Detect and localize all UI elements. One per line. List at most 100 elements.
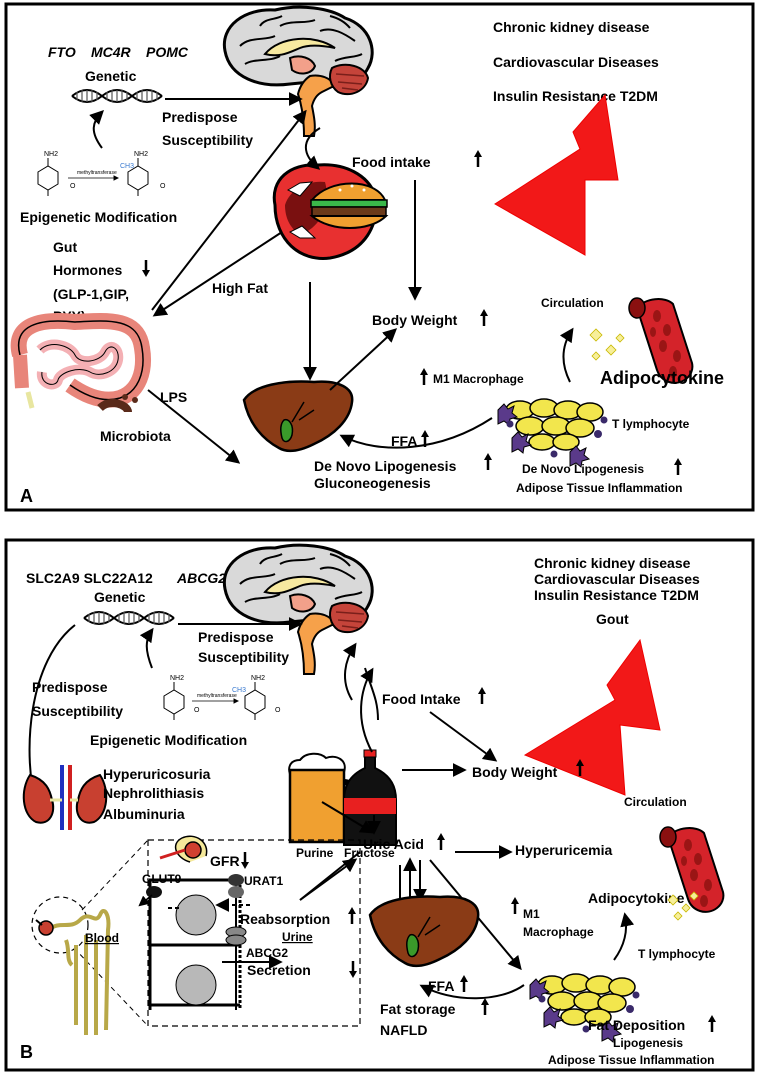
panel-b-risk-arrow-icon [523, 638, 661, 796]
panel-a-circulation: Circulation [541, 296, 604, 310]
panel-a-gut-hormones-2: Hormones [53, 262, 122, 278]
panel-b-nh2-2: NH2 [251, 675, 265, 682]
panel-a-risk-arrow-icon [494, 93, 619, 256]
panel-b-glomerulus-zoom-circle [31, 896, 89, 954]
panel-b-molecule-1-icon [163, 681, 185, 721]
panel-b-nephron-glomerulus-icon [35, 919, 54, 936]
panel-b-nafld: NAFLD [380, 1022, 427, 1038]
panel-b-disease-1: Chronic kidney disease [534, 555, 691, 571]
panel-b-letter: B [20, 1042, 33, 1062]
panel-a-nh2-2: NH2 [134, 151, 148, 158]
panel-b-reabsorption-up-icon [346, 905, 358, 926]
panel-a-body-weight-up-icon [478, 307, 490, 328]
panel-b-ffa: FFA [428, 978, 454, 994]
panel-b-uric-acid: Uric Acid [363, 836, 424, 852]
panel-b-fat-deposition-up-icon [706, 1013, 718, 1034]
panel-a-dnl-adipose: De Novo Lipogenesis [522, 462, 644, 476]
panel-b-hyperuricosuria: Hyperuricosuria [103, 766, 211, 782]
panel-b-gfr-glomerulus-icon [159, 835, 208, 863]
panel-b-nephron-zoom-box [147, 839, 361, 1027]
panel-a-t-lymphocyte: T lymphocyte [612, 417, 690, 431]
panel-a-nh2-1: NH2 [44, 151, 58, 158]
panel-b-genes: SLC2A9 SLC22A12 [26, 570, 153, 586]
panel-b-disease-3: Insulin Resistance T2DM [534, 587, 699, 603]
panel-b-adipocytokine: Adipocytokine [588, 890, 685, 906]
panel-b-cytokine-dots-icon [667, 891, 699, 921]
panel-b-dna-icon [83, 611, 175, 625]
panel-b-glut9: GLUT9 [142, 872, 182, 886]
panel-b-susceptibility-2: Susceptibility [32, 703, 123, 719]
panel-a-mouth-burger-icon [272, 163, 389, 260]
panel-a-liver-icon [242, 380, 354, 453]
panel-a-dnl-liver: De Novo Lipogenesis [314, 458, 457, 474]
panel-a-gene-mc4r: MC4R [91, 44, 132, 60]
panel-a-susceptibility: Susceptibility [162, 132, 253, 148]
panel-a-disease-3: Insulin Resistance T2DM [493, 88, 658, 104]
panel-a-body-weight: Body Weight [372, 312, 458, 328]
panel-b-abcg2: ABCG2 [246, 946, 288, 960]
panel-a-oxygen-2: O [160, 183, 166, 190]
panel-b-fructose: Fructose [344, 846, 395, 860]
panel-b-food-intake: Food Intake [382, 691, 461, 707]
panel-b-lipogenesis: Lipogenesis [613, 1036, 683, 1050]
panel-b-liver-icon [368, 895, 480, 968]
panel-b-molecule-2-icon [244, 681, 266, 721]
panel-b-nephron-icon [46, 909, 111, 1035]
panel-b-m1-2: Macrophage [523, 925, 594, 939]
panel-b-disease-4: Gout [596, 611, 629, 627]
panel-a-gluconeogenesis: Gluconeogenesis [314, 475, 431, 491]
panel-b-urine: Urine [282, 930, 313, 944]
panel-b-transporters-icon [146, 874, 247, 946]
panel-a-dna-icon [71, 89, 163, 103]
panel-b-fat-deposition: Fat Deposition [588, 1017, 685, 1033]
panel-b-adipose-inflammation: Adipose Tissue Inflammation [548, 1053, 714, 1067]
panel-a-brain-icon [222, 5, 374, 138]
panel-a-adipose-tissue-icon [497, 398, 609, 468]
panel-a-disease-1: Chronic kidney disease [493, 19, 650, 35]
panel-b-circulation: Circulation [624, 795, 687, 809]
panel-b-secretion-down-icon [347, 959, 359, 980]
panel-a-predispose: Predispose [162, 109, 238, 125]
panel-b-methyltransferase: methyltransferase [197, 693, 237, 699]
panel-a-gene-fto: FTO [48, 44, 76, 60]
panel-a-oxygen-1: O [70, 183, 76, 190]
panel-a-dnl-adipose-up-icon [672, 456, 684, 477]
panel-a-gut-hormones-1: Gut [53, 239, 77, 255]
panel-b-uric-acid-up-icon [435, 831, 447, 852]
panel-a-m1-up-icon [418, 366, 430, 387]
panel-b-reabsorption: Reabsorption [240, 911, 330, 927]
panel-b-frame [4, 538, 755, 1072]
panel-b-gene-abcg2: ABCG2 [176, 570, 226, 586]
panel-b-body-weight: Body Weight [472, 764, 558, 780]
panel-a-gut-hormones-down-icon [140, 258, 152, 279]
panel-b-disease-2: Cardiovascular Diseases [534, 571, 700, 587]
panel-b-urat1: URAT1 [244, 874, 283, 888]
panel-b-albuminuria: Albuminuria [103, 806, 185, 822]
panel-b-oxygen-2: O [275, 707, 281, 714]
panel-a-molecule-1-icon [37, 157, 59, 197]
panel-a-m1-macrophage: M1 Macrophage [433, 372, 524, 386]
panel-b-food-intake-up-icon [476, 685, 488, 706]
panel-b-ffa-up-icon [458, 973, 470, 994]
panel-b-fat-storage-up-icon [479, 996, 491, 1017]
panel-a-ffa: FFA [391, 433, 417, 449]
panel-a-high-fat: High Fat [212, 280, 268, 296]
panel-b-t-lymphocyte: T lymphocyte [638, 947, 716, 961]
panel-a-cytokine-dots-icon [589, 328, 625, 361]
panel-a-food-intake-up-icon [472, 148, 484, 169]
panel-b-purine: Purine [296, 846, 334, 860]
panel-b-hyperuricemia: Hyperuricemia [515, 842, 612, 858]
panel-b-predispose: Predispose [198, 629, 274, 645]
panel-b-nh2-1: NH2 [170, 675, 184, 682]
panel-a-ch3: CH3 [120, 163, 134, 170]
panel-b-kidneys-icon [22, 765, 108, 830]
panel-b-ch3: CH3 [232, 687, 246, 694]
panel-b-susceptibility: Susceptibility [198, 649, 289, 665]
panel-b-fat-storage: Fat storage [380, 1001, 456, 1017]
panel-a-frame [4, 2, 755, 512]
panel-b-epigenetic-label: Epigenetic Modification [90, 732, 247, 748]
panel-b-gfr: GFR [210, 853, 240, 869]
panel-b-secretion: Secretion [247, 962, 311, 978]
panel-a-genetic-label: Genetic [85, 68, 137, 84]
